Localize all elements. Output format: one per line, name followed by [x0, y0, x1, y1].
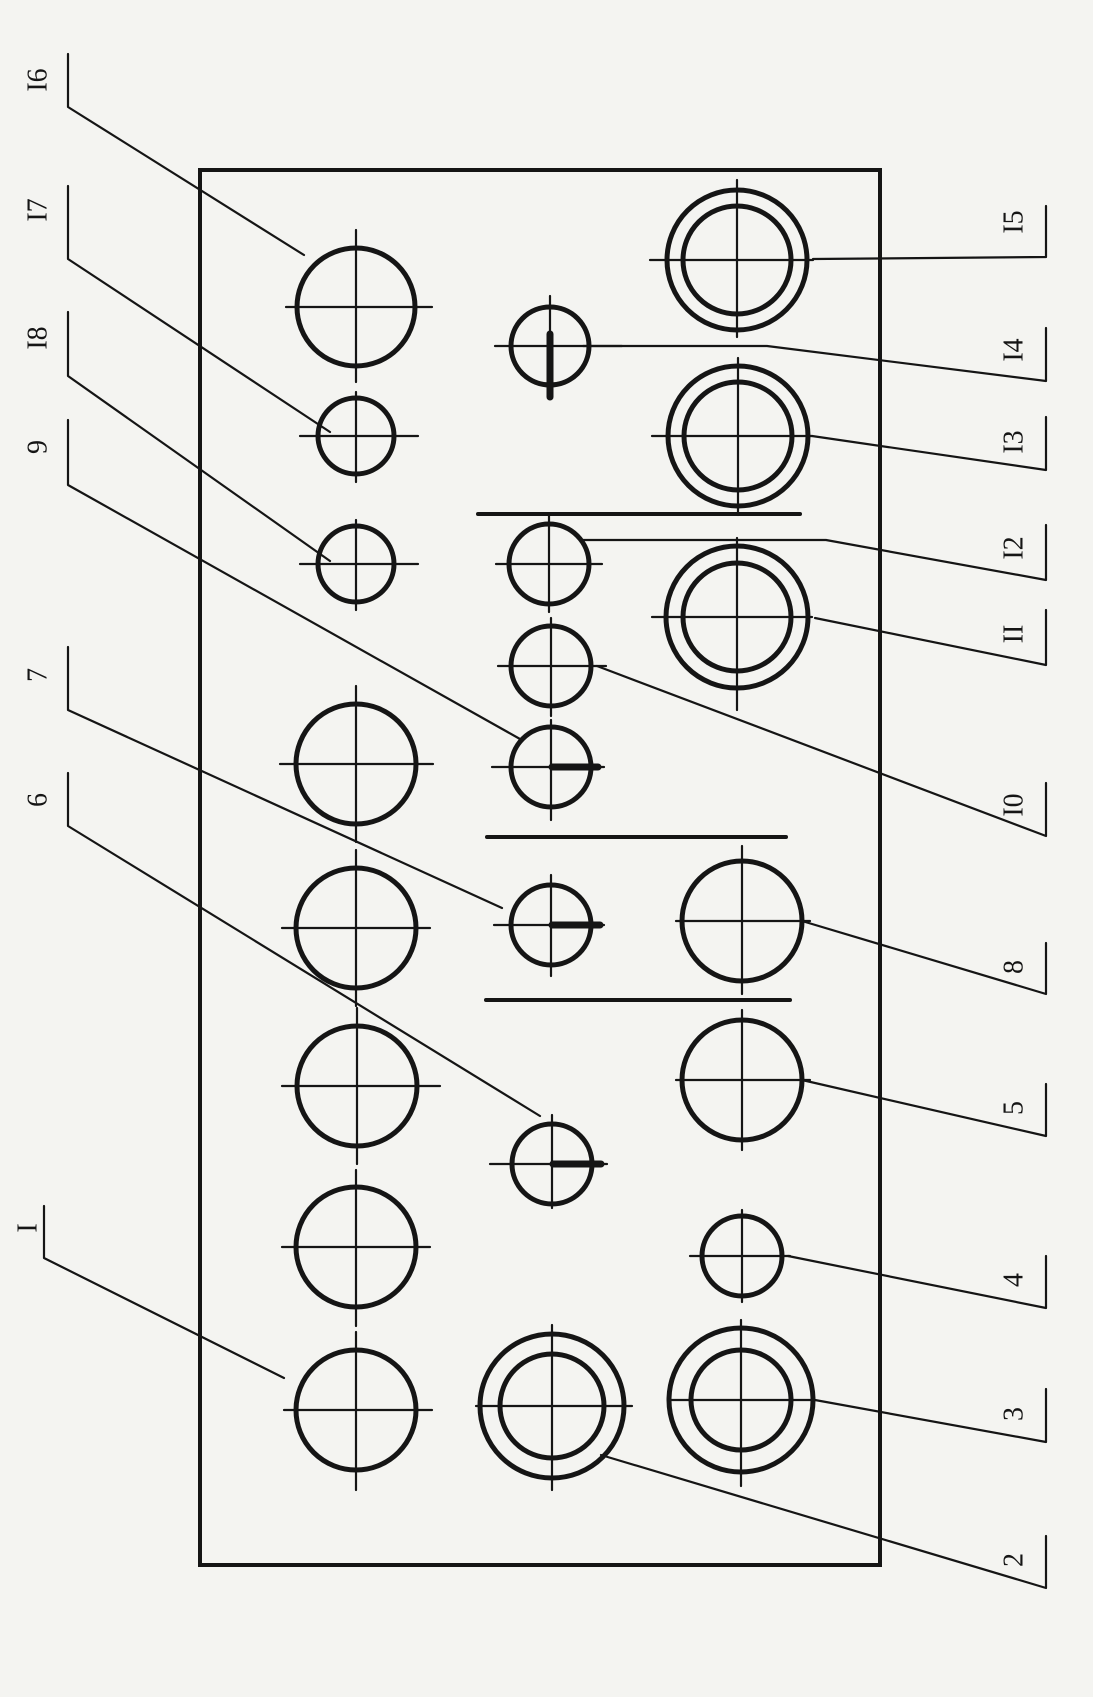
leader-line-16 — [66, 52, 306, 257]
circle-marker-12 — [494, 512, 604, 614]
bottom-row-circles — [648, 178, 817, 1488]
circle-marker-13 — [650, 356, 814, 517]
leader-line-15 — [811, 204, 1048, 261]
circle-marker-3 — [666, 1318, 817, 1488]
circle-marker-6 — [488, 1113, 609, 1210]
leader-line-11 — [813, 608, 1048, 667]
label-10: I0 — [998, 793, 1029, 816]
leader-line-12 — [581, 523, 1048, 582]
label-16: I6 — [22, 68, 53, 91]
leader-line-13 — [810, 415, 1048, 472]
circle-marker-18 — [298, 518, 420, 612]
leader-line-18 — [66, 310, 332, 563]
middle-row-circles — [474, 294, 634, 1492]
label-4: 4 — [998, 1273, 1029, 1287]
label-18: I8 — [22, 326, 53, 349]
circle-marker-top-8 — [280, 1168, 432, 1328]
circle-marker-15 — [648, 178, 815, 339]
circle-marker-2 — [474, 1323, 634, 1492]
leader-line-1 — [42, 1204, 286, 1380]
label-8: 8 — [998, 960, 1029, 974]
leader-line-4 — [786, 1254, 1048, 1310]
label-3: 3 — [998, 1407, 1029, 1421]
circle-marker-top-6 — [280, 848, 432, 1008]
circle-marker-10 — [496, 616, 608, 718]
circle-marker-top-5 — [278, 684, 435, 844]
label-5: 5 — [998, 1101, 1029, 1115]
label-2: 2 — [998, 1553, 1029, 1567]
label-11: II — [998, 625, 1029, 644]
label-7: 7 — [22, 668, 53, 682]
leader-lines — [42, 52, 1048, 1590]
top-row-circles — [278, 228, 442, 1492]
label-14: I4 — [998, 338, 1029, 361]
leader-line-8 — [800, 919, 1048, 996]
circle-marker-4 — [688, 1208, 792, 1304]
divider-lines — [476, 512, 802, 1002]
label-12: I2 — [998, 536, 1029, 559]
reference-labels: I6 I7 I8 9 7 6 I I5 I4 I3 I2 II I0 8 5 4… — [12, 68, 1029, 1567]
circle-marker-16 — [284, 228, 434, 384]
circle-marker-1 — [282, 1330, 434, 1492]
label-15: I5 — [998, 210, 1029, 233]
leader-line-17 — [66, 184, 332, 434]
circle-marker-17 — [298, 390, 420, 484]
label-6: 6 — [22, 793, 53, 807]
leader-line-3 — [813, 1387, 1048, 1444]
label-1: I — [12, 1223, 43, 1232]
circle-marker-9 — [490, 718, 606, 822]
leader-line-10 — [595, 664, 1048, 838]
leader-line-14 — [581, 326, 1048, 383]
label-13: I3 — [998, 430, 1029, 453]
panel-frame — [198, 168, 882, 1567]
leader-line-2 — [599, 1453, 1048, 1590]
circle-marker-top-7 — [280, 1006, 442, 1166]
label-17: I7 — [22, 198, 53, 221]
circle-marker-11 — [650, 536, 814, 712]
leader-line-9 — [66, 418, 522, 741]
label-9: 9 — [22, 440, 53, 454]
leader-line-7 — [66, 645, 504, 910]
leader-line-5 — [800, 1078, 1048, 1138]
circle-marker-7 — [492, 873, 606, 978]
leader-line-6 — [66, 771, 542, 1118]
